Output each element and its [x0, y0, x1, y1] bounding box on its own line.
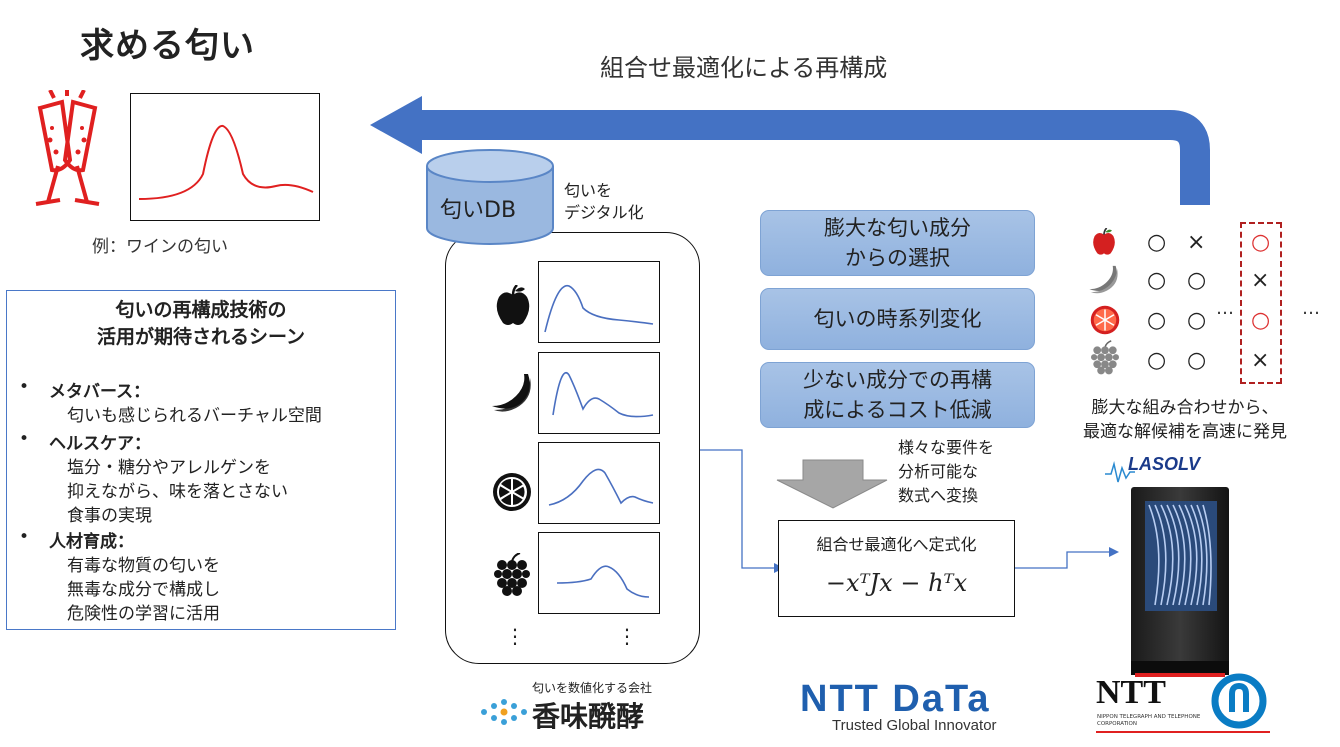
banana-icon	[1089, 265, 1118, 294]
formula-to-machine-connector	[1015, 547, 1119, 569]
challenge-time-series: 匂いの時系列変化	[760, 288, 1035, 350]
orange-slice-icon	[493, 473, 531, 511]
banana-icon	[492, 374, 531, 412]
selected-cell: ×	[1251, 348, 1270, 373]
requirements-line: 分析可能な	[898, 462, 979, 481]
challenge-line: 膨大な匂い成分	[824, 216, 971, 240]
return-arrow	[370, 96, 1210, 205]
selected-cell: ○	[1251, 230, 1271, 255]
scene-label: メタバース：	[49, 382, 151, 402]
lasolv-machine	[1131, 487, 1229, 677]
scene-label: 人材育成：	[49, 532, 134, 552]
requirements-line: 数式へ変換	[898, 486, 979, 505]
scene-line: 抑えながら、味を落とさない	[67, 482, 288, 502]
lasolv-logo: LASOLV	[1128, 454, 1201, 474]
ntt-subtitle-1: NIPPON TELEGRAPH AND TELEPHONE	[1097, 714, 1201, 720]
grapes-scent-plot	[538, 532, 660, 614]
scene-line: 有毒な物質の匂いを	[67, 556, 220, 576]
combination-caption: 膨大な組み合わせから、 最適な解候補を高速に発見	[1060, 396, 1310, 444]
scene-line: 塩分・糖分やアレルゲンを	[67, 458, 271, 478]
ntt-red-rule	[1096, 731, 1270, 733]
scene-line: 危険性の学習に活用	[67, 604, 220, 624]
scenes-title-line2: 活用が期待されるシーン	[96, 326, 306, 348]
combo-cell: ○	[1147, 308, 1167, 333]
wine-glasses-icon	[35, 90, 100, 206]
database-label: 匂いDB	[440, 198, 517, 223]
challenge-cost: 少ない成分での再構成によるコスト低減	[760, 362, 1035, 428]
challenge-line: 少ない成分での再構	[803, 368, 992, 392]
scene-line: 食事の実現	[67, 506, 152, 526]
combo-cell: ×	[1187, 230, 1206, 255]
grapes-icon	[1091, 340, 1119, 375]
usage-scenes-box: 匂いの再構成技術の 活用が期待されるシーン •メタバース： 匂いも感じられるバー…	[6, 290, 396, 630]
kouki-company-name: 香味醗酵	[532, 700, 645, 733]
challenge-line: 匂いの時系列変化	[813, 307, 982, 331]
digitize-note-line1: 匂いを	[564, 181, 613, 200]
scenes-title-line1: 匂いの再構成技術の	[115, 299, 287, 321]
ntt-logo-text: NTT	[1096, 674, 1166, 711]
scene-line: 無毒な成分で構成し	[67, 580, 220, 600]
red-scent-curve	[138, 125, 314, 200]
kouki-dots-logo	[481, 699, 527, 725]
example-scent-plot	[130, 93, 320, 221]
selected-cell: ○	[1251, 308, 1271, 333]
scene-item-healthcare: •ヘルスケア：	[19, 429, 151, 454]
selected-cell: ×	[1251, 268, 1270, 293]
db-more-ellipsis-right: ⋮	[617, 624, 637, 648]
combo-cell: ○	[1187, 348, 1207, 373]
digitize-note: 匂いを デジタル化	[564, 180, 644, 224]
combo-cell: ○	[1187, 308, 1207, 333]
banana-scent-plot	[538, 352, 660, 434]
scene-line: 匂いも感じられるバーチャル空間	[67, 406, 322, 426]
optimal-candidate-highlight	[1240, 222, 1282, 384]
scene-item-metaverse: •メタバース：	[19, 377, 151, 402]
orange-slice-icon	[1090, 305, 1120, 335]
formulation-label: 組合せ最適化へ定式化	[816, 535, 977, 554]
challenge-line: からの選択	[845, 246, 950, 270]
combo-cell: ○	[1147, 268, 1167, 293]
page-title: 求める匂い	[80, 26, 255, 66]
nttdata-tagline: Trusted Global Innovator	[832, 717, 997, 734]
arrow-caption: 組合せ最適化による再構成	[600, 54, 888, 82]
db-more-ellipsis-left: ⋮	[505, 624, 525, 648]
example-caption: 例：ワインの匂い	[92, 237, 228, 257]
scene-item-training: •人材育成：	[19, 527, 134, 552]
lasolv-wave-icon	[1105, 461, 1135, 483]
grapes-icon	[494, 553, 530, 596]
formulation-box: 組合せ最適化へ定式化 −xᵀJx − hᵀx	[778, 520, 1015, 617]
requirements-note: 様々な要件を 分析可能な 数式へ変換	[898, 436, 994, 508]
kouki-caption: 匂いを数値化する会社	[532, 681, 653, 695]
nttdata-logo: NTT DaTa	[800, 678, 991, 720]
combo-cell: ○	[1147, 348, 1167, 373]
apple-icon	[1093, 228, 1115, 255]
qubo-formula: −xᵀJx − hᵀx	[825, 569, 968, 597]
combination-caption-line1: 膨大な組み合わせから、	[1091, 398, 1279, 418]
combo-cell: ○	[1147, 230, 1167, 255]
database-cylinder-icon	[426, 149, 554, 245]
combo-ellipsis: …	[1216, 298, 1234, 319]
scenes-title: 匂いの再構成技術の 活用が期待されるシーン	[7, 297, 395, 351]
scene-label: ヘルスケア：	[49, 434, 151, 454]
combo-cell: ○	[1187, 268, 1207, 293]
requirements-line: 様々な要件を	[898, 438, 995, 457]
digitize-note-line2: デジタル化	[564, 203, 644, 222]
challenge-selection: 膨大な匂い成分からの選択	[760, 210, 1035, 276]
ntt-swirl-logo	[1211, 673, 1267, 729]
apple-icon	[496, 285, 530, 325]
apple-scent-plot	[538, 261, 660, 343]
orange-scent-plot	[538, 442, 660, 524]
combo-ellipsis: …	[1302, 298, 1320, 319]
challenge-line: 成によるコスト低減	[803, 398, 992, 422]
combination-caption-line2: 最適な解候補を高速に発見	[1083, 422, 1287, 442]
ntt-subtitle-2: CORPORATION	[1097, 721, 1137, 727]
down-arrow-icon	[776, 459, 888, 509]
